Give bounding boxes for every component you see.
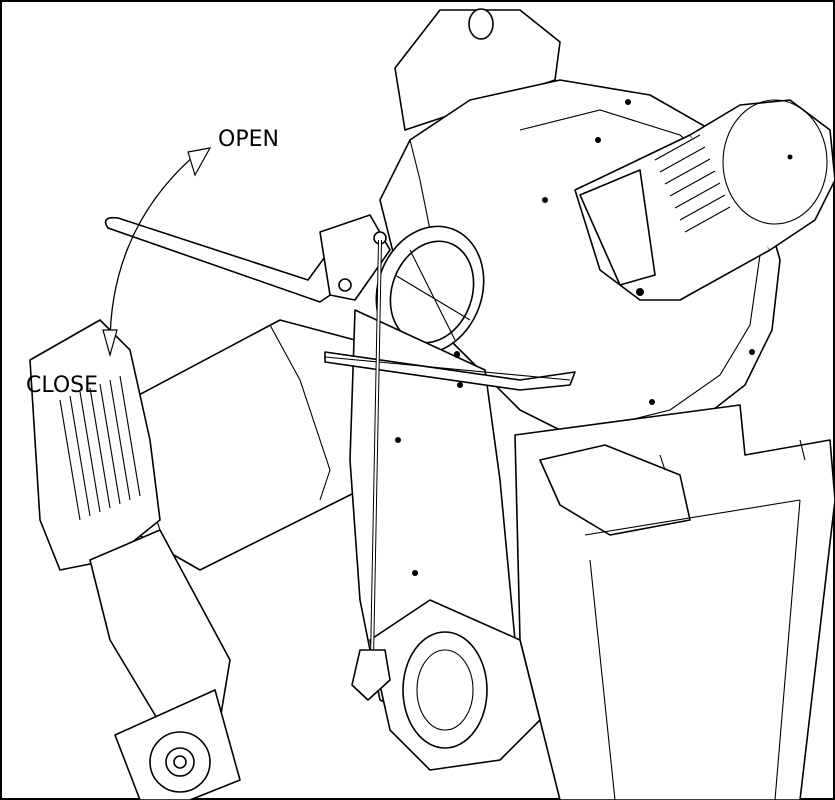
open-label: OPEN [218,127,279,152]
close-label: CLOSE [26,373,98,398]
discharge-chute [514,404,835,800]
gear-motor [29,319,231,741]
open-close-arrow [102,147,212,358]
control-lever[interactable] [104,216,353,303]
linkage-rod[interactable] [351,239,391,701]
lever-bracket [319,214,391,301]
blower-motor [574,99,835,301]
shelf-plates [324,351,576,391]
inlet-damper [375,225,485,355]
shaft-flange [114,689,241,800]
lower-drum [369,599,541,771]
lifting-lug [394,8,561,131]
